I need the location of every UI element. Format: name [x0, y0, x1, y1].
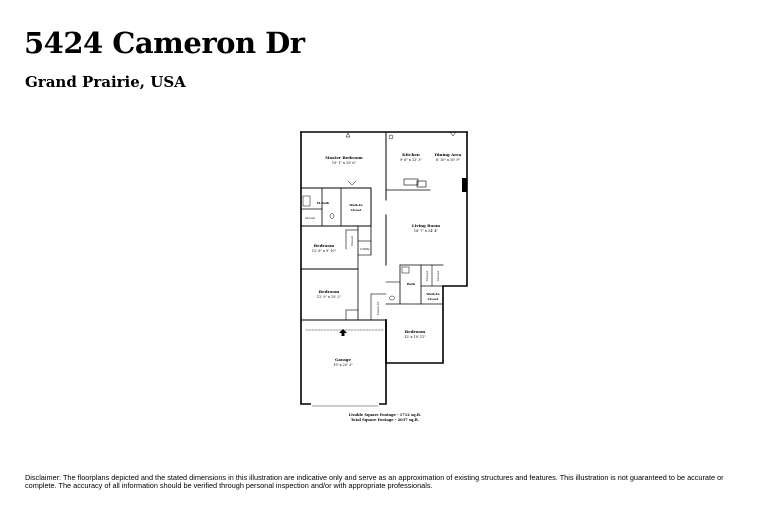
bedroom-3-label: Bedroom — [405, 329, 426, 334]
property-address: 5424 Cameron Dr — [24, 26, 305, 60]
bedroom-3-dim: 13' x 10' 11" — [404, 335, 426, 339]
total-footage: Total Square Footage - 2037 sq.ft. — [351, 418, 419, 422]
fixtures — [302, 131, 457, 301]
dining-label: Dining Area — [435, 152, 462, 157]
walk-in-closet-1-label: Walk-In — [348, 203, 363, 207]
bedroom-1-label: Bedroom — [314, 243, 335, 248]
disclaimer-text: Disclaimer: The floorplans depicted and … — [25, 473, 724, 491]
garage-dim: 19' x 20' 3" — [333, 363, 353, 367]
dining-dim: 8' 10" x 10' 9" — [436, 158, 461, 162]
livable-footage: Livable Square Footage - 1712 sq.ft. — [349, 413, 422, 417]
closet-2-label: Closet — [350, 235, 354, 246]
garage-label: Garage — [335, 357, 352, 362]
walk-in-closet-2-label-2: Closet — [428, 297, 439, 301]
master-bedroom-label: Master Bedroom — [325, 155, 363, 160]
bedroom-1-dim: 12' 6" x 9' 10" — [312, 249, 337, 253]
bedroom-2-dim: 12' 0" x 10' 2" — [317, 295, 342, 299]
walls — [300, 131, 468, 407]
closet-3-label: Closet — [425, 270, 429, 281]
bedroom-2-label: Bedroom — [319, 289, 340, 294]
linen-label: Linen Cl. — [376, 301, 380, 315]
kitchen-label: Kitchen — [402, 152, 420, 157]
closet-4-label: Closet — [436, 270, 440, 281]
closet-1-label: Closet — [305, 216, 316, 220]
utility-label: Utility — [360, 247, 370, 251]
walk-in-closet-1-label-2: Closet — [351, 208, 362, 212]
property-city: Grand Prairie, USA — [25, 73, 186, 91]
bath-label: Bath — [407, 282, 416, 286]
m-bath-label: M.Bath — [317, 201, 331, 205]
kitchen-dim: 9' 6" x 13' 3" — [400, 158, 422, 162]
walk-in-closet-2-label: Walk-In — [425, 292, 440, 296]
living-room-label: Living Room — [412, 223, 441, 228]
arrow-up-icon — [339, 329, 347, 336]
master-bedroom-dim: 19' 1" x 15' 6" — [332, 161, 357, 165]
living-room-dim: 18' 7" x 24' 4" — [414, 229, 439, 233]
outer-wall-east — [385, 131, 468, 364]
